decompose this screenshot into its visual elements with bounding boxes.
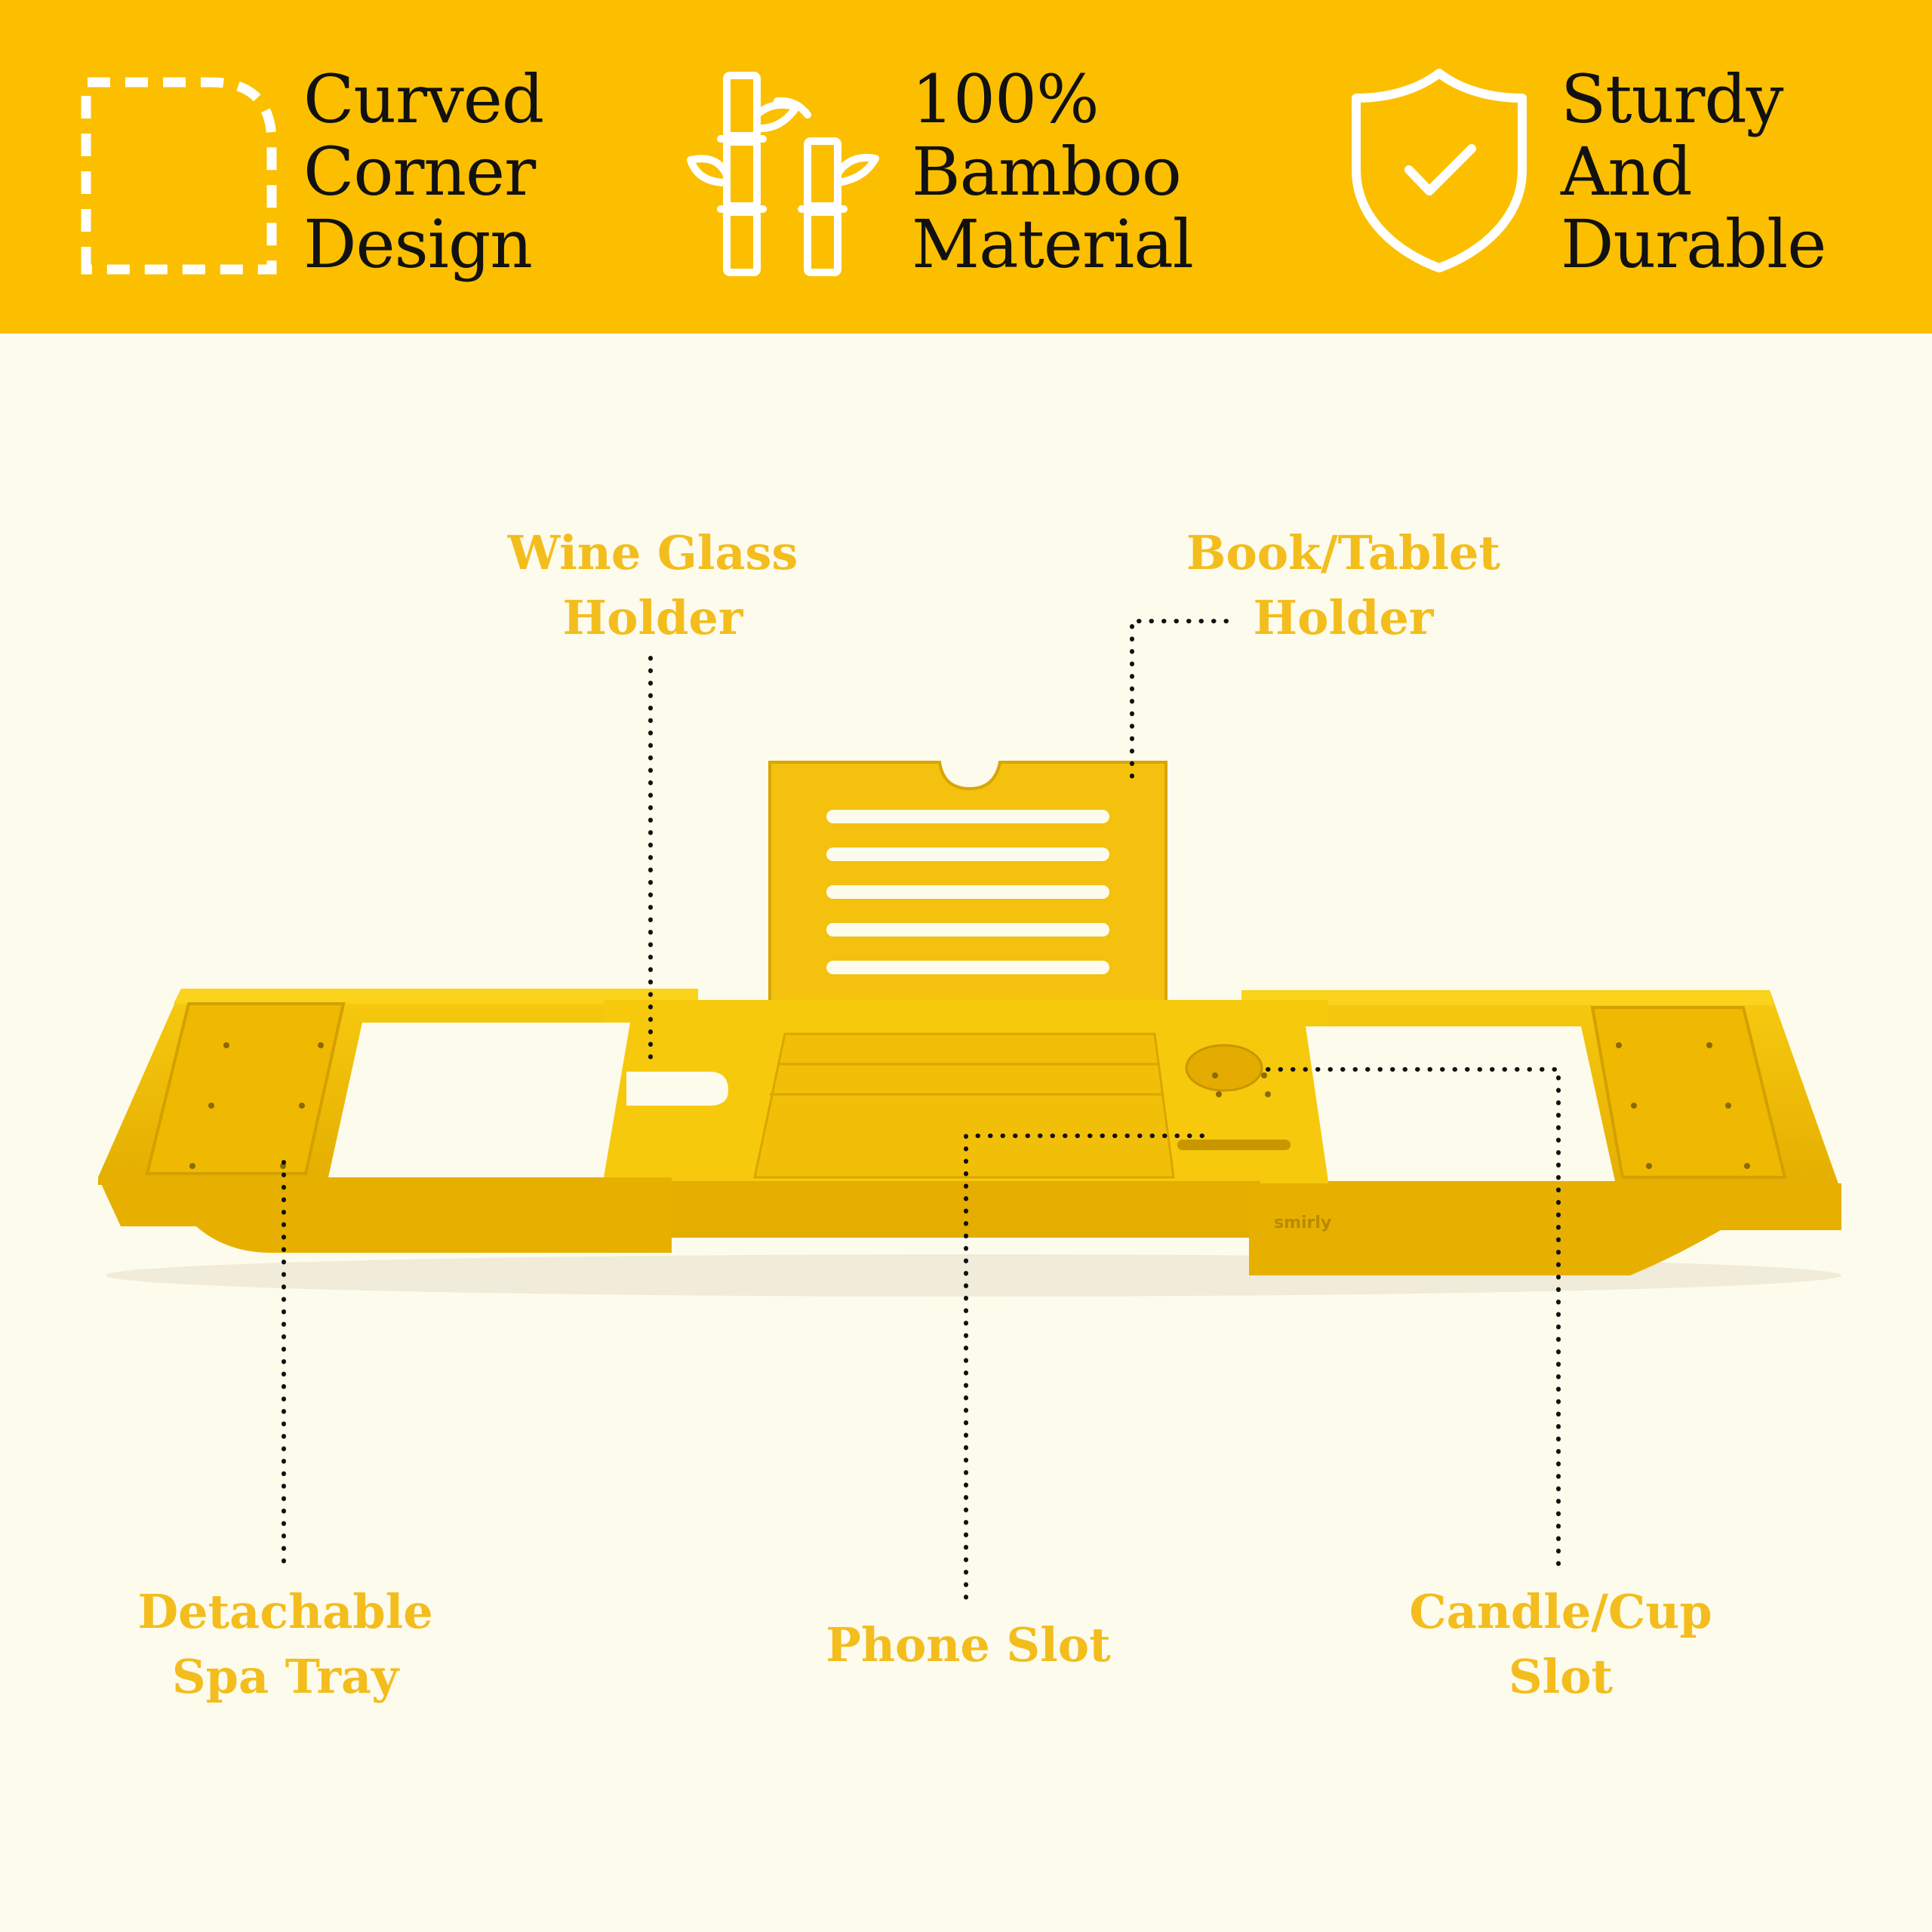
callout-line: Candle/Cup — [1409, 1584, 1712, 1639]
feature-line: Curved — [303, 60, 544, 138]
feature-line: 100% — [912, 60, 1100, 138]
feature-curved-corner-text: Curved Corner Design — [303, 60, 544, 283]
tray-frame — [98, 989, 1841, 1275]
brand-logo: smirly — [1274, 1214, 1332, 1232]
feature-sturdy-text: Sturdy And Durable — [1561, 63, 1826, 281]
callout-line: Wine Glass — [507, 525, 798, 580]
callout-line: Phone Slot — [826, 1617, 1111, 1672]
feature-line: Durable — [1561, 205, 1826, 283]
callout-line: Book/Tablet — [1186, 525, 1501, 580]
callout-line: Detachable — [137, 1584, 433, 1639]
callout-candle-cup-slot: Candle/Cup Slot — [1409, 1580, 1712, 1709]
callout-book-tablet-holder: Book/Tablet Holder — [1186, 521, 1500, 651]
curved-corner-icon — [81, 77, 277, 275]
feature-bamboo-text: 100% Bamboo Material — [912, 60, 1194, 283]
feature-line: Design — [303, 205, 533, 283]
callout-detachable-spa-tray: Detachable Spa Tray — [137, 1580, 432, 1709]
tablet-stand — [768, 761, 1168, 1043]
feature-line: Material — [912, 205, 1194, 283]
leader-lines — [281, 619, 1561, 1606]
callout-wine-glass-holder: Wine Glass Holder — [508, 521, 798, 651]
callout-line: Spa Tray — [171, 1649, 399, 1704]
callout-line: Slot — [1508, 1649, 1614, 1704]
feature-line: Sturdy — [1561, 60, 1783, 138]
feature-line: Corner — [303, 133, 536, 211]
features-banner — [0, 0, 1932, 334]
feature-line: And — [1561, 133, 1693, 211]
callout-phone-slot: Phone Slot — [826, 1613, 1110, 1678]
callout-line: Holder — [1253, 590, 1434, 645]
feature-line: Bamboo — [912, 133, 1182, 211]
callout-line: Holder — [562, 590, 743, 645]
shield-check-icon — [1352, 69, 1527, 272]
bamboo-icon — [687, 72, 879, 276]
